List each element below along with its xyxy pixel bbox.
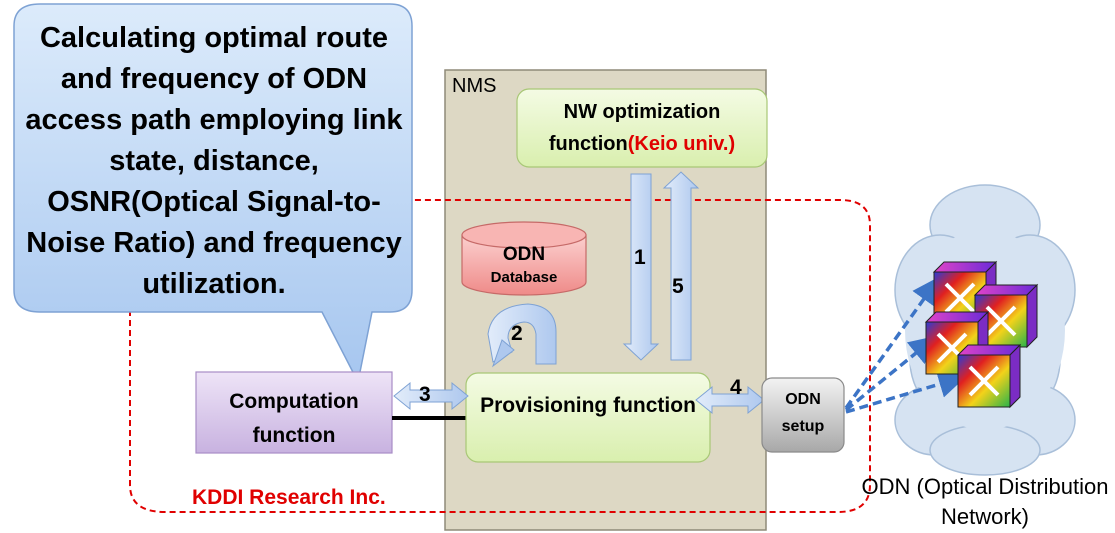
cycle-arrow-icon: [487, 303, 557, 368]
keio-affiliation: (Keio univ.): [627, 133, 736, 155]
odn-database-title: ODN: [502, 244, 546, 265]
kddi-label: KDDI Research Inc.: [192, 486, 386, 509]
arrow-5-up: [662, 171, 700, 361]
nw-optimization-name: NW optimization function: [548, 101, 721, 155]
nw-optimization-box[interactable]: [516, 88, 768, 168]
nms-label: NMS: [452, 75, 497, 97]
step-1-label: 1: [634, 246, 646, 269]
odn-setup-label: ODN setup: [781, 391, 825, 435]
arrow-3-double: [393, 381, 469, 411]
step-5-label: 5: [672, 275, 684, 298]
odn-database-subtitle: Database: [490, 269, 558, 286]
step-4-label: 4: [730, 376, 742, 399]
computation-box[interactable]: [195, 371, 393, 454]
odn-setup-box[interactable]: [761, 377, 845, 453]
step-2-label: 2: [511, 322, 523, 345]
nw-optimization-label: NW optimization function(Keio univ.): [517, 96, 767, 160]
kddi-boundary: [129, 199, 871, 513]
odn-cloud-label: ODN (Optical Distribution Network): [861, 474, 1109, 529]
callout-text: Calculating optimal route and frequency …: [25, 22, 403, 300]
provisioning-label: Provisioning function: [480, 394, 696, 417]
arrow-1-down: [622, 173, 660, 361]
step-3-label: 3: [419, 383, 431, 406]
provisioning-box[interactable]: [465, 372, 711, 463]
speech-bubble-callout: [13, 3, 413, 385]
optical-switch-cube-icon: [924, 260, 1039, 409]
setup-links: [844, 276, 967, 414]
computation-label: Computation function: [229, 390, 359, 447]
database-cylinder-icon: [461, 221, 587, 296]
